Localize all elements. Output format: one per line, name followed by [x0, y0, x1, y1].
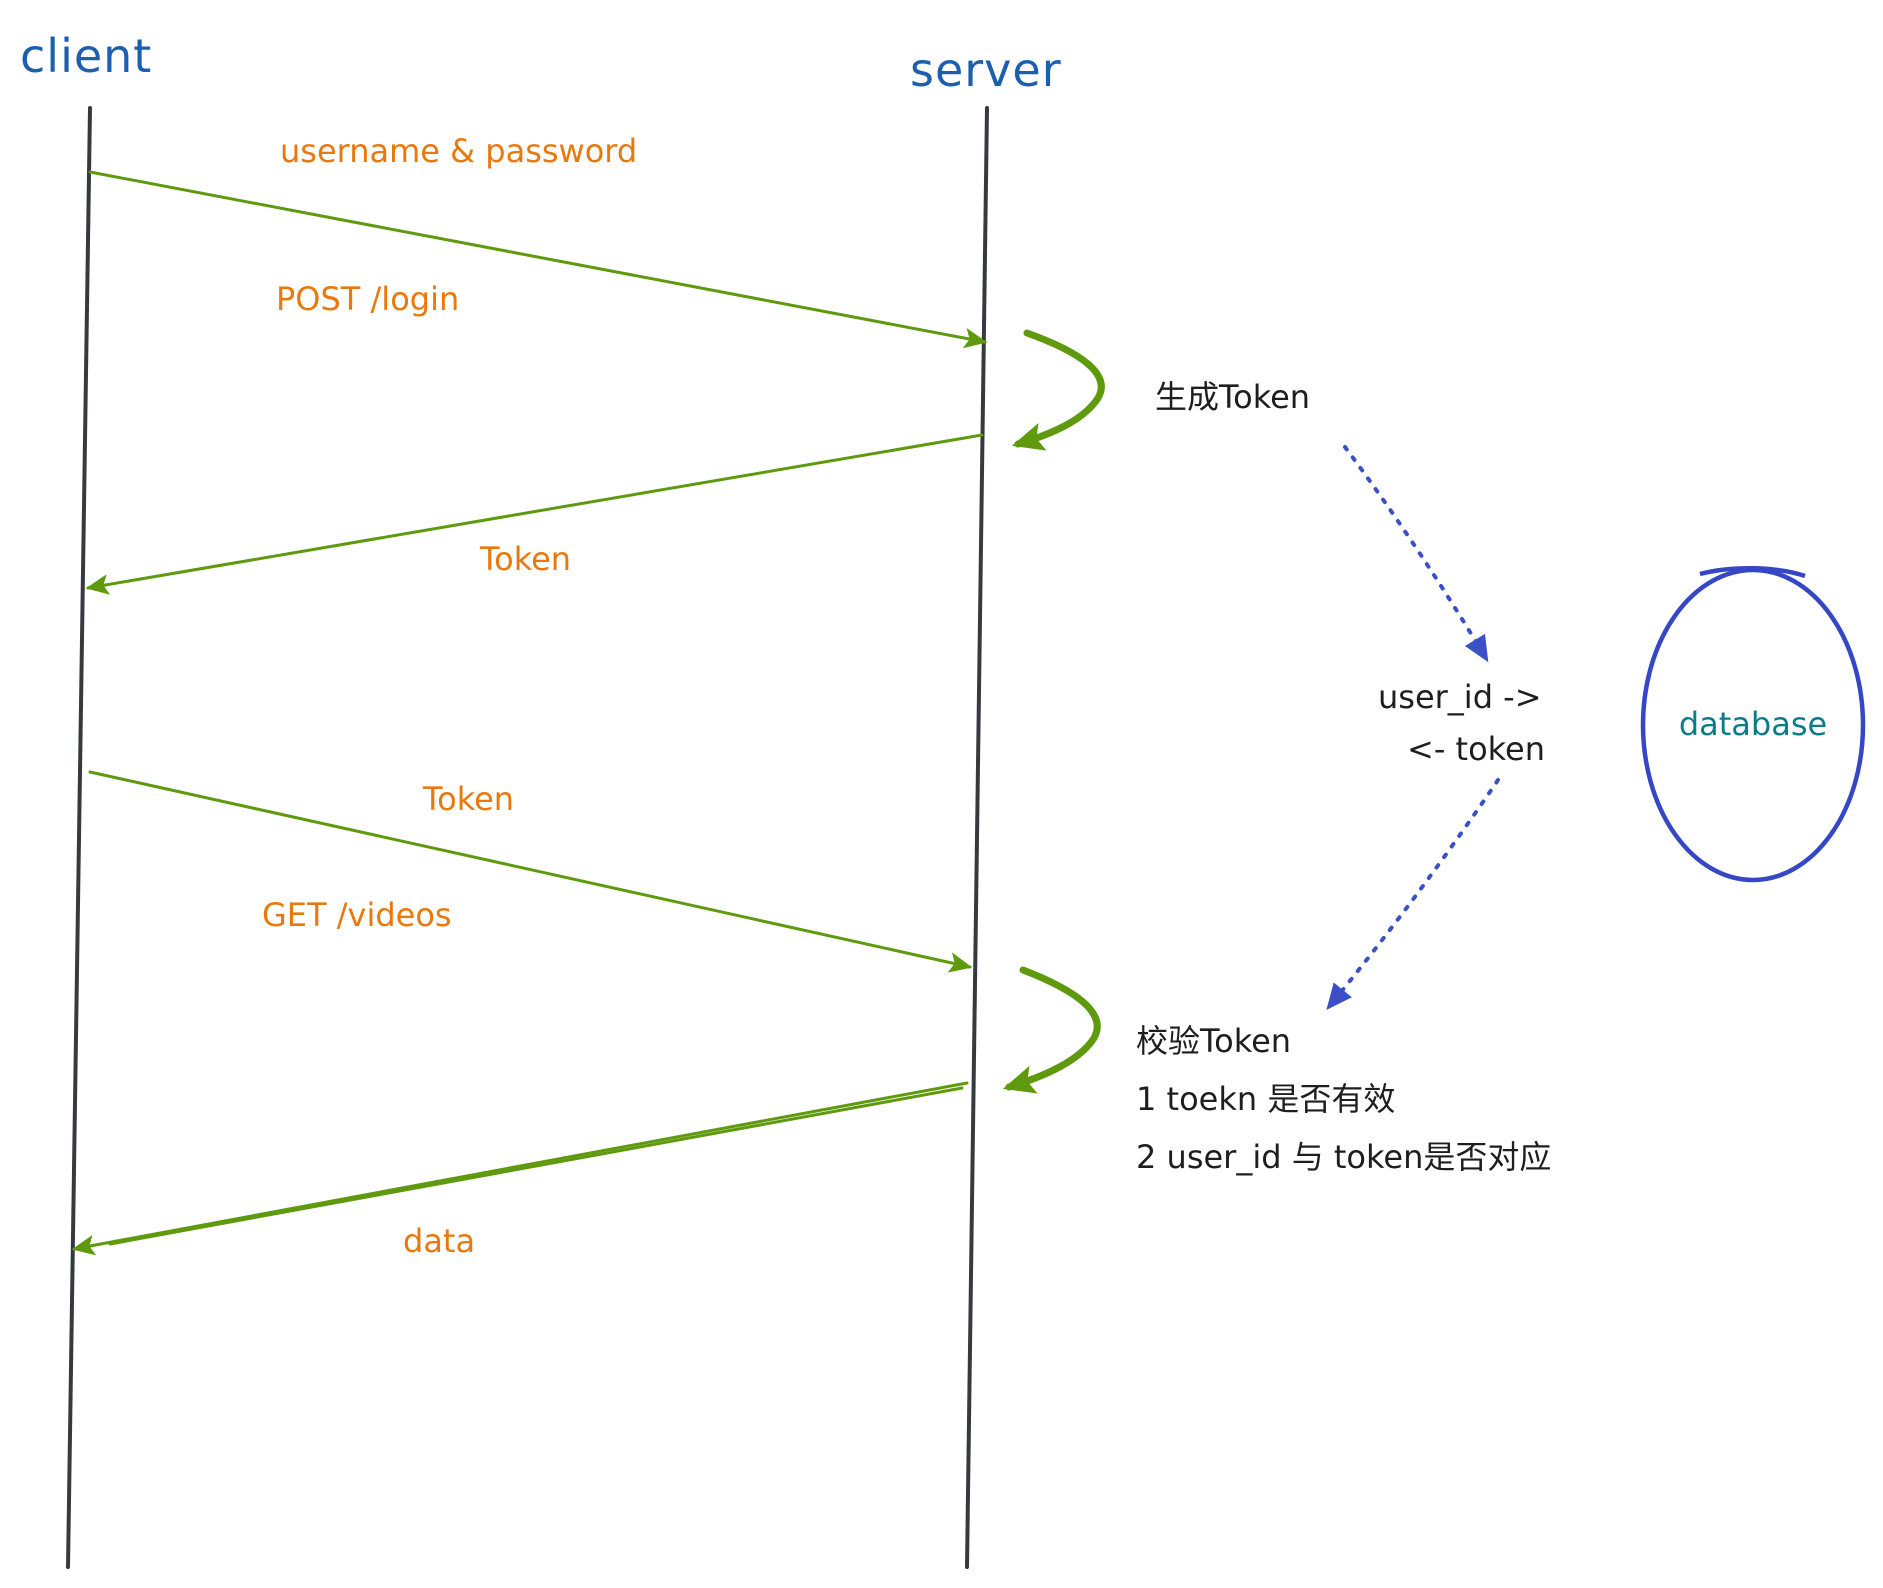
message-label: Token: [422, 780, 514, 818]
token-store-line: <- token: [1407, 730, 1545, 768]
login-request-arrow: [88, 170, 988, 349]
message-label: GET /videos: [262, 896, 452, 934]
database-ellipse-sketch-stroke: [1699, 565, 1806, 579]
message-label: username & password: [280, 132, 637, 170]
token-response-arrow: [85, 433, 984, 595]
verify-token-check: 2 user_id 与 token是否对应: [1136, 1138, 1551, 1176]
verify-token-check: 1 toekn 是否有效: [1136, 1080, 1395, 1118]
videos-request-arrow: [88, 770, 973, 973]
client-lifeline-label: client: [20, 29, 152, 83]
message-label: POST /login: [276, 280, 459, 318]
data-response-arrow: [71, 1081, 969, 1256]
token-store-line: user_id ->: [1378, 678, 1542, 716]
verify-token-title: 校验Token: [1136, 1022, 1291, 1060]
server-lifeline: [965, 106, 989, 1569]
lookup-token-dotted-arrow: [1326, 778, 1500, 1011]
message-label: Token: [479, 540, 571, 578]
data-response-arrow-sketch-stroke: [108, 1086, 964, 1246]
verify-token-loop-arrow: [1002, 966, 1101, 1094]
database-label: database: [1679, 705, 1827, 743]
generate-token-loop-arrow: [1011, 329, 1105, 451]
generate-token-note: 生成Token: [1155, 378, 1310, 416]
client-lifeline: [66, 106, 92, 1569]
message-label: data: [403, 1222, 475, 1260]
store-token-dotted-arrow: [1343, 445, 1489, 663]
server-lifeline-label: server: [910, 43, 1062, 97]
